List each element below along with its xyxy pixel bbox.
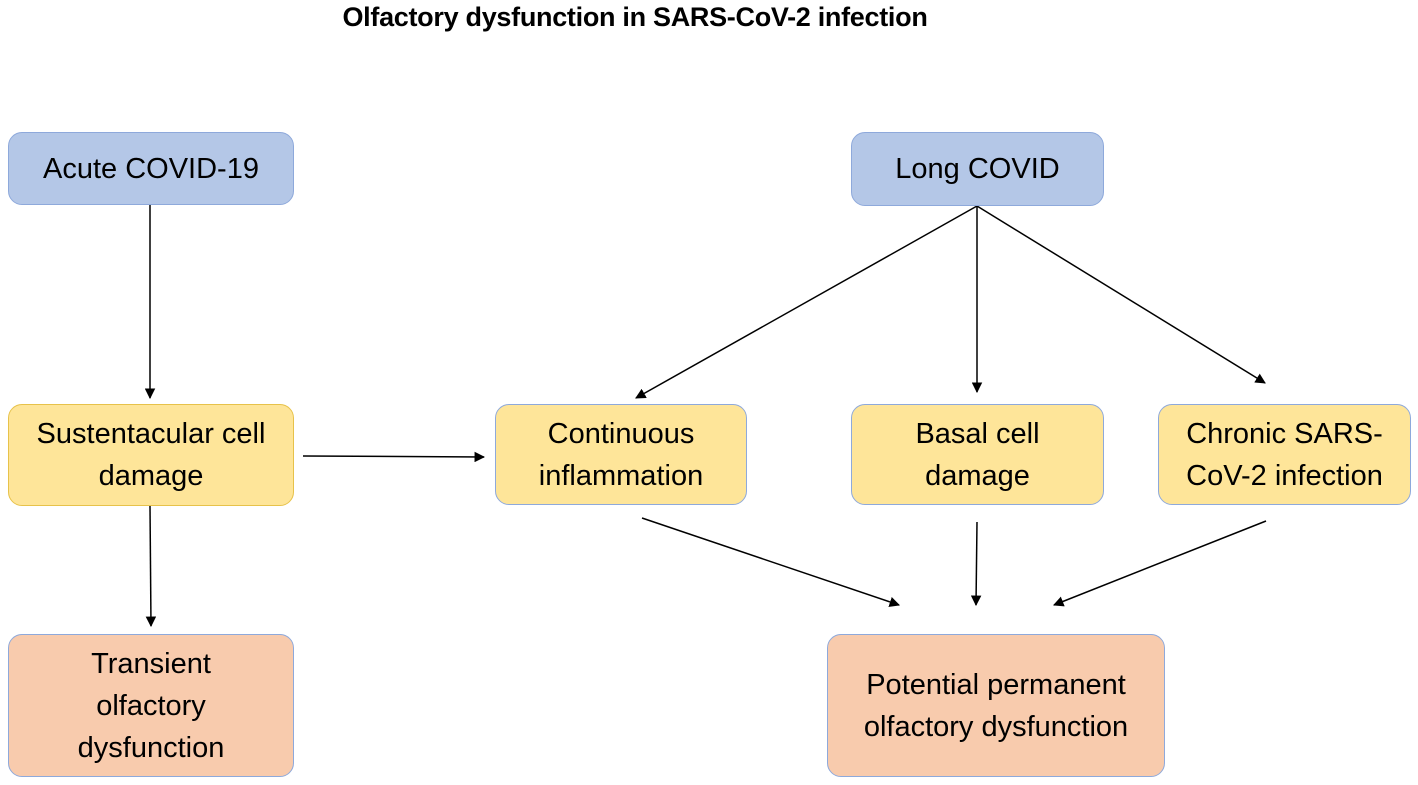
node-acute-covid: Acute COVID-19 bbox=[8, 132, 294, 205]
node-basal-damage: Basal cell damage bbox=[851, 404, 1104, 505]
node-label: Potential permanent olfactory dysfunctio… bbox=[863, 668, 1129, 743]
node-transient-dysfunction: Transient olfactory dysfunction bbox=[8, 634, 294, 777]
node-label: Basal cell damage bbox=[915, 417, 1040, 492]
arrow-sustentacular-to-transient bbox=[145, 505, 157, 628]
node-permanent-dysfunction: Potential permanent olfactory dysfunctio… bbox=[827, 634, 1165, 777]
arrow-chronic-to-permanent bbox=[1053, 520, 1267, 607]
node-label: Continuous inflammation bbox=[538, 417, 704, 492]
arrow-long-to-chronic bbox=[976, 205, 1266, 384]
arrow-inflammation-to-permanent bbox=[641, 517, 900, 607]
diagram-title: Olfactory dysfunction in SARS-CoV-2 infe… bbox=[342, 2, 928, 32]
node-label: Long COVID bbox=[895, 153, 1060, 185]
node-long-covid: Long COVID bbox=[851, 132, 1104, 206]
arrow-sustentacular-to-inflammation bbox=[302, 451, 486, 463]
node-label: Transient olfactory dysfunction bbox=[77, 647, 225, 764]
node-label: Acute COVID-19 bbox=[43, 152, 259, 185]
node-sustentacular-damage: Sustentacular cell damage bbox=[8, 404, 294, 506]
node-label: Sustentacular cell damage bbox=[36, 418, 266, 492]
node-label: Chronic SARS-CoV-2 infection bbox=[1186, 417, 1383, 492]
arrow-basal-to-permanent bbox=[970, 521, 982, 607]
node-continuous-inflammation: Continuous inflammation bbox=[495, 404, 747, 505]
node-chronic-infection: Chronic SARS-CoV-2 infection bbox=[1158, 404, 1411, 505]
arrow-long-to-inflammation bbox=[635, 205, 978, 399]
